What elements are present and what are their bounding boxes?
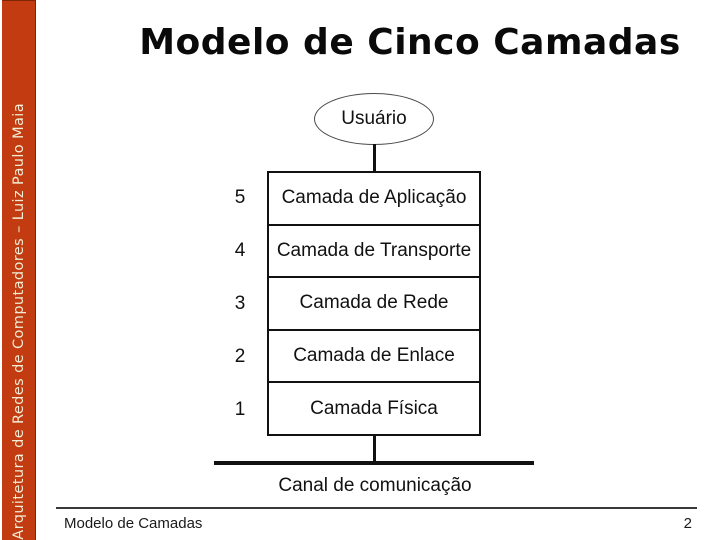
layer-box-link: Camada de Enlace: [267, 328, 481, 384]
layer-number-2: 2: [234, 345, 246, 367]
footer-slide-name: Modelo de Camadas: [64, 515, 203, 532]
sidebar-banner: Arquitetura de Redes de Computadores – L…: [2, 0, 36, 540]
footer-page-number: 2: [683, 515, 692, 532]
layer-box-transport: Camada de Transporte: [267, 223, 481, 279]
layer-number-5: 5: [234, 186, 246, 208]
footer-divider: [56, 507, 697, 509]
connector-user-to-stack: [373, 144, 376, 172]
sidebar-course-label: Arquitetura de Redes de Computadores – L…: [10, 103, 27, 540]
layer-box-physical: Camada Física: [267, 381, 481, 436]
layer-number-1: 1: [234, 398, 246, 420]
slide-title: Modelo de Cinco Camadas: [139, 22, 681, 63]
communication-channel-label: Canal de comunicação: [278, 475, 472, 496]
layer-number-4: 4: [234, 239, 246, 261]
connector-stack-to-channel: [373, 436, 376, 462]
layer-number-3: 3: [234, 292, 246, 314]
layer-number-column: 5 4 3 2 1: [224, 171, 256, 436]
layer-box-network: Camada de Rede: [267, 276, 481, 331]
user-label: Usuário: [341, 108, 407, 129]
layer-box-application: Camada de Aplicação: [267, 171, 481, 226]
layer-stack: Camada de Aplicação Camada de Transporte…: [267, 171, 481, 436]
user-ellipse-node: Usuário: [314, 93, 434, 145]
communication-channel-line: [214, 461, 534, 465]
